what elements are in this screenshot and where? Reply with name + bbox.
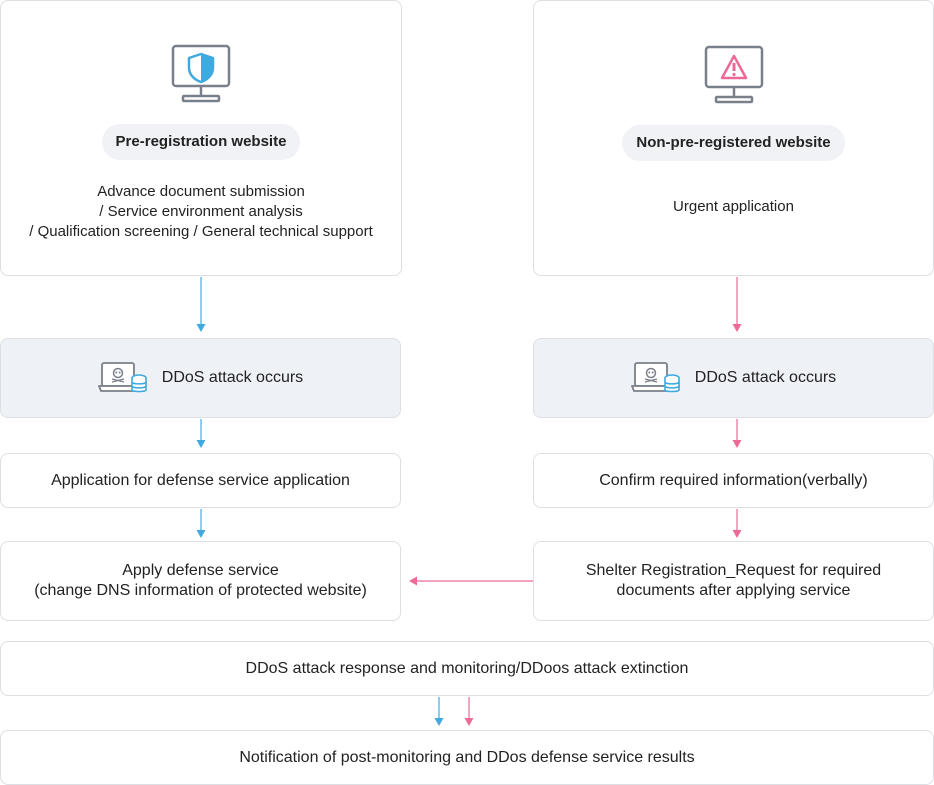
desc-line: Advance document submission xyxy=(97,183,305,200)
left-step2-box: Apply defense service (change DNS inform… xyxy=(0,541,401,621)
urgent-application-desc: Urgent application xyxy=(673,198,794,215)
arrow-left-pink xyxy=(409,576,533,586)
desc-line: / Service environment analysis xyxy=(99,203,303,220)
response-box: DDoS attack response and monitoring/DDoo… xyxy=(0,641,934,696)
arrow-down-pink xyxy=(732,419,742,448)
right-step2-box: Shelter Registration_Request for require… xyxy=(533,541,934,621)
notification-box: Notification of post-monitoring and DDos… xyxy=(0,730,934,785)
non-pre-registered-pill: Non-pre-registered website xyxy=(622,125,845,161)
left-step2-line: Apply defense service xyxy=(122,562,279,579)
arrow-down-blue xyxy=(196,509,206,538)
right-attack-label: DDoS attack occurs xyxy=(694,369,837,386)
pre-registration-card: Pre-registration website Advance documen… xyxy=(0,0,402,276)
arrow-down-pink xyxy=(732,277,742,332)
pre-registration-desc: Advance document submission / Service en… xyxy=(29,182,373,242)
arrow-down-blue xyxy=(196,419,206,448)
notification-label: Notification of post-monitoring and DDos… xyxy=(239,748,695,766)
warning-monitor-icon xyxy=(704,45,763,104)
arrow-down-pink xyxy=(732,509,742,538)
arrow-down-blue xyxy=(196,277,206,332)
desc-line: / Qualification screening / General tech… xyxy=(29,223,373,240)
right-attack-box: DDoS attack occurs xyxy=(533,338,934,418)
left-step1-box: Application for defense service applicat… xyxy=(0,453,401,508)
left-step2-line: (change DNS information of protected web… xyxy=(34,582,367,599)
pre-registration-pill: Pre-registration website xyxy=(101,124,301,160)
left-step1-label: Application for defense service applicat… xyxy=(51,471,350,489)
laptop-skull-database-icon xyxy=(630,362,680,393)
right-step1-label: Confirm required information(verbally) xyxy=(599,471,868,489)
arrow-down-blue xyxy=(434,697,444,726)
right-step2-line: documents after applying service xyxy=(616,582,851,599)
left-attack-box: DDoS attack occurs xyxy=(0,338,401,418)
non-pre-registered-card: Non-pre-registered website Urgent applic… xyxy=(533,0,934,276)
left-attack-label: DDoS attack occurs xyxy=(161,369,304,386)
shield-monitor-icon xyxy=(171,44,231,103)
response-label: DDoS attack response and monitoring/DDoo… xyxy=(245,659,689,677)
right-step1-box: Confirm required information(verbally) xyxy=(533,453,934,508)
right-step2-line: Shelter Registration_Request for require… xyxy=(585,562,882,579)
arrow-down-pink xyxy=(464,697,474,726)
laptop-skull-database-icon xyxy=(97,362,147,393)
